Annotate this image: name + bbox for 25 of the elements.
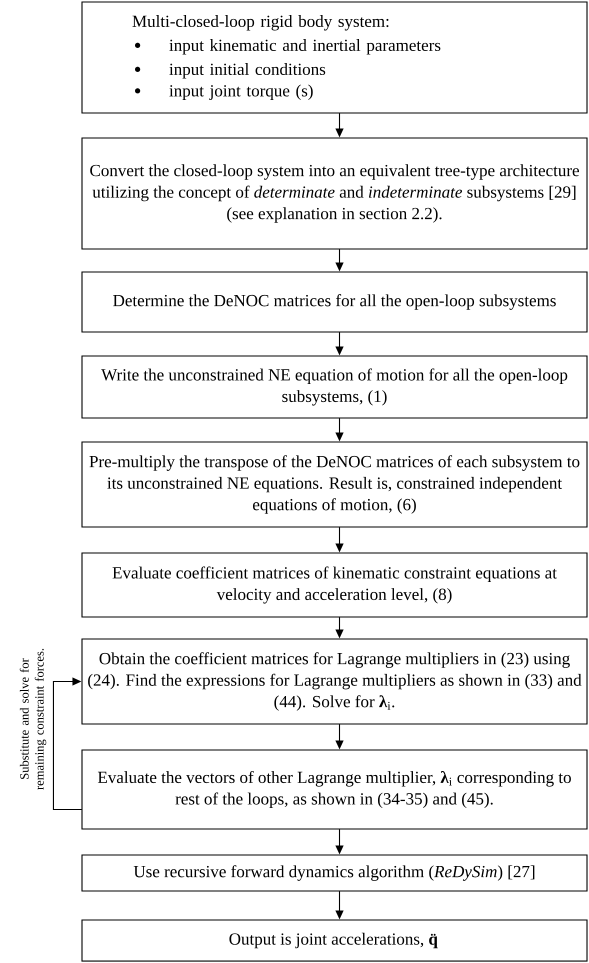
process-box [81,919,588,962]
step-text: Determine the DeNOC matrices for all the open-loop subsystems [113,294,556,310]
heading: Multi-closed-loop rigid body system: [132,15,388,30]
step-text: Use recursive forward dynamics algorithm (ReDySim) [27] [134,865,534,881]
arrow [52,677,82,810]
step-text: Evaluate coefficient matrices of kinematic constraint equations at velocity and acceleration level, (8) [112,566,557,604]
list-item: input joint torque (s) [169,84,313,100]
step-text: Output is joint accelerations, q̈ [229,932,438,948]
process-box [81,271,588,333]
list-item: input initial conditions [169,63,326,78]
process-box [81,638,588,725]
process-box [81,441,588,528]
step-text: Evaluate the vectors of other Lagrange multiplier, λ$_{i}$ corresponding to rest of the loops, as shown in (34-35) and (45). [98,770,571,808]
process-box [81,1,588,114]
step-text: Convert the closed-loop system into an equivalent tree-type architecture utilizing the concept of determinate and indeterminate subsystems [29] (see explanation in section 2.2). [90,164,579,223]
process-box [81,552,588,618]
process-box [81,854,588,892]
process-box [81,355,588,419]
step-text: Obtain the coefficient matrices for Lagrange multipliers in (23) using (24). Find the expressions for Lagrange multipliers as shown in (33) and (44). Solve for λ$_{i}$. [88,652,582,711]
list-item: input kinematic and inertial parameters [169,39,440,54]
step-text: Write the unconstrained NE equation of motion for all the open-loop subsystems, (1) [101,368,568,406]
step-text: Pre-multiply the transpose of the DeNOC matrices of each subsystem to its unconstrained NE equations. Result is, constrained independent equations of motion, (6) [90,455,580,514]
process-box [81,137,588,250]
edge-label: Substitute and solve for remaining constraint forces. [20,648,46,790]
process-box [81,749,588,830]
